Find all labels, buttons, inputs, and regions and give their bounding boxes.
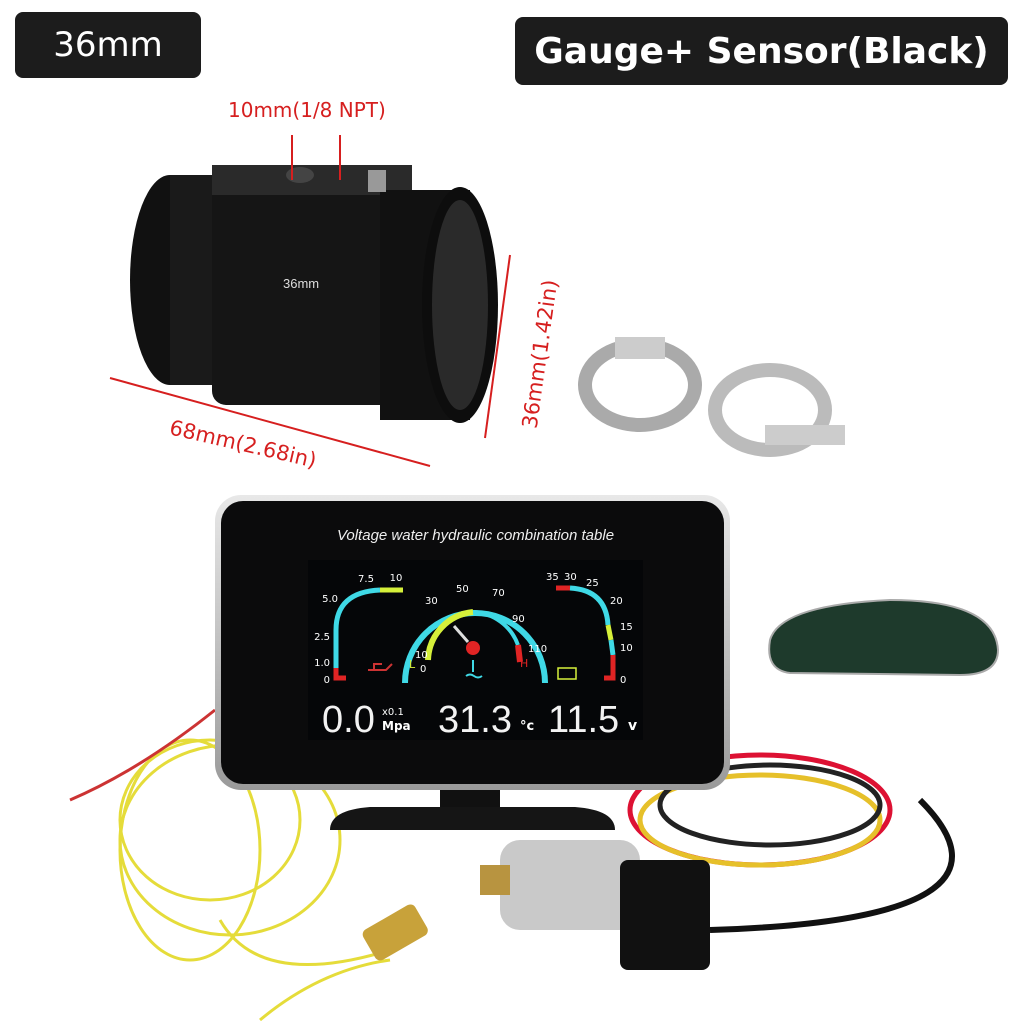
temperature-unit: °c: [520, 719, 534, 734]
temperature-tick: 50: [456, 584, 469, 595]
temperature-low-label: L: [409, 658, 416, 671]
lcd-screen: 0 1.0 2.5 5.0 7.5 10 0 10 30 50 70 90 11…: [308, 560, 643, 740]
voltage-value: 11.5: [548, 699, 619, 740]
voltage-tick: 10: [620, 643, 633, 654]
adhesive-pad-image: [768, 598, 1000, 677]
temperature-tick: 0: [420, 664, 426, 675]
temperature-tick: 90: [512, 614, 525, 625]
pressure-multiplier: x0.1: [382, 707, 404, 718]
water-temp-adapter-image: [109, 135, 511, 467]
gauge-stand: [330, 790, 615, 830]
pressure-tick: 10: [390, 573, 403, 584]
product-title-label: Gauge+ Sensor(Black): [515, 17, 1008, 85]
pressure-tick: 1.0: [314, 658, 330, 669]
voltage-tick: 15: [620, 622, 633, 633]
pressure-value: 0.0: [322, 699, 375, 740]
pressure-unit: Mpa: [382, 719, 411, 733]
pressure-tick: 7.5: [358, 574, 374, 585]
oil-can-icon: [368, 663, 393, 671]
temperature-gauge: [402, 609, 548, 684]
voltage-tick: 30: [564, 572, 577, 583]
voltage-tick: 35: [546, 572, 559, 583]
temperature-value: 31.3: [438, 699, 512, 740]
temperature-needle: [452, 625, 470, 643]
pressure-gauge: [333, 587, 403, 681]
voltage-gauge: [556, 585, 616, 681]
voltage-tick: 20: [610, 596, 623, 607]
voltage-tick: 0: [620, 675, 626, 686]
temperature-high-label: H: [520, 657, 528, 670]
voltage-tick: 25: [586, 578, 599, 589]
temperature-tick: 30: [425, 596, 438, 607]
hose-clamps-image: [578, 337, 845, 457]
thread-size-label: 10mm(1/8 NPT): [228, 98, 386, 122]
coolant-icon: [465, 660, 483, 679]
temperature-tick: 10: [415, 650, 428, 661]
temperature-tick: 70: [492, 588, 505, 599]
gauge-header: Voltage water hydraulic combination tabl…: [336, 527, 615, 544]
fitting-marking: 36mm: [283, 276, 320, 291]
pressure-tick: 5.0: [322, 594, 338, 605]
pressure-tick: 0: [324, 675, 330, 686]
pressure-tick: 2.5: [314, 632, 330, 643]
voltage-unit: v: [628, 718, 637, 734]
battery-icon: [557, 667, 577, 680]
temperature-tick: 110: [528, 644, 547, 655]
size-label: 36mm: [15, 12, 201, 78]
